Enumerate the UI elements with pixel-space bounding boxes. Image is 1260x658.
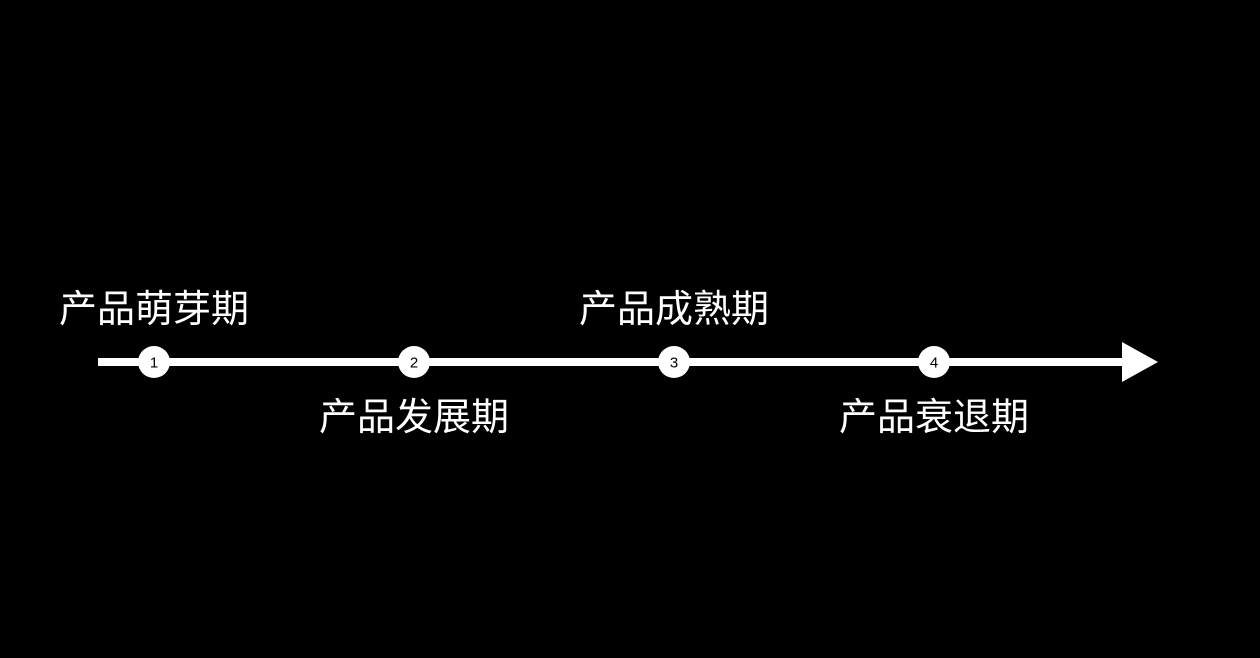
stage-number: 1 (150, 355, 158, 372)
stage-marker-circle (658, 346, 690, 378)
stage-marker-2: 2 (398, 346, 430, 378)
stage-marker-circle (398, 346, 430, 378)
stage-number: 4 (930, 355, 938, 372)
stage-marker-circle (918, 346, 950, 378)
stage-label-3: 产品成熟期 (578, 287, 769, 331)
stage-label-1: 产品萌芽期 (58, 287, 249, 331)
stage-marker-circle (138, 346, 170, 378)
timeline-arrowhead (1122, 342, 1158, 382)
stage-marker-3: 3 (658, 346, 690, 378)
stage-marker-1: 1 (138, 346, 170, 378)
stage-label-2: 产品发展期 (318, 395, 509, 439)
stage-number: 3 (670, 355, 678, 372)
stage-marker-4: 4 (918, 346, 950, 378)
stage-number: 2 (410, 355, 418, 372)
stage-label-4: 产品衰退期 (838, 395, 1029, 439)
